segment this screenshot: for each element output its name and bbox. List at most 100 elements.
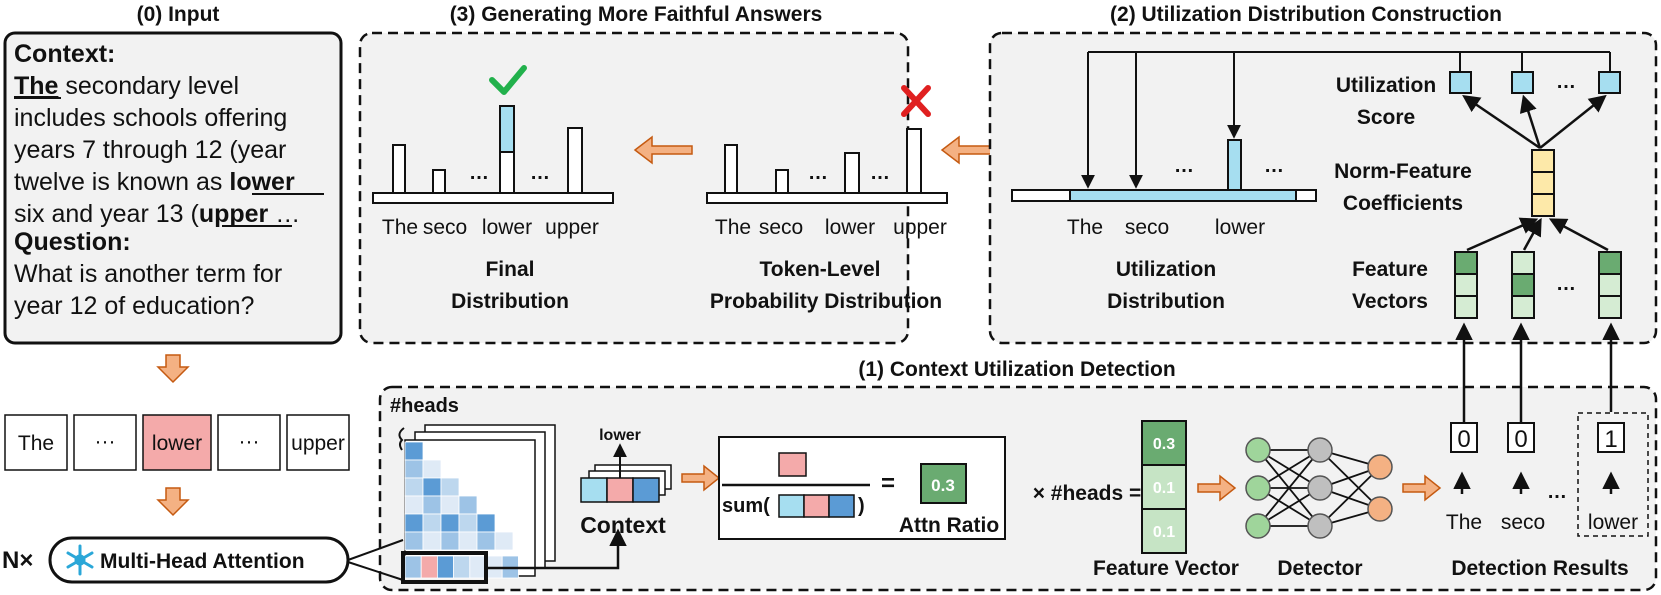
panel-3-box [358,31,910,345]
context-line-2: includes schools offering [14,104,287,132]
context-row [580,477,660,503]
detector-node [1307,513,1333,539]
attn-cell [436,555,454,579]
lower-label: lower [599,427,641,444]
final-bar-upper [567,127,583,194]
feature-vectors-label-2: Vectors [1352,290,1428,313]
token-box [286,414,350,471]
left-arrow-icon [633,135,693,165]
final-label-lower: lower [482,216,532,239]
cross-icon [901,85,931,117]
detection-results-label: Detection Results [1451,557,1628,580]
util-label-lower: lower [1215,216,1265,239]
attn-cell [458,531,478,551]
final-label-upper: upper [545,216,599,239]
attn-cell [494,531,514,551]
detector-node [1245,475,1271,501]
token-text: ··· [239,430,260,453]
context-label: Context [580,512,666,538]
token-caption-2: Probability Distribution [710,290,942,313]
times-heads-label: × #heads = [1033,482,1142,505]
panel-detection: (1) Context Utilization Detection #heads… [347,322,1658,592]
token-box [4,414,68,471]
feature-value: 0.1 [1153,480,1175,497]
panel-2-box [988,31,1658,345]
ellipsis: … [1556,71,1576,93]
token-bar-seco [775,169,789,194]
denominator-row [778,494,855,518]
question-label: Question: [14,228,131,256]
ellipsis: … [530,162,550,184]
context-line-5: six and year 13 (upper … [14,200,300,228]
attn-cell [422,459,442,479]
panel-1-title: (1) Context Utilization Detection [858,358,1175,381]
feature-vector-1 [1454,251,1478,319]
token-box-highlight [142,414,212,471]
token-bar-lower [844,152,860,194]
right-arrow-icon [681,464,721,492]
right-arrow-icon [1197,474,1237,502]
token-box [217,414,281,471]
attn-cell [422,513,442,533]
attn-cell [420,555,438,579]
norm-feature-label-1: Norm-Feature [1334,160,1472,183]
detector-edge [1319,466,1381,527]
utilization-score-label-1: Utilization [1336,74,1436,97]
feature-vector-3 [1598,251,1622,319]
result-token: seco [1501,511,1545,534]
token-bar-the [724,144,738,194]
panel-input-title: (0) Input [137,3,220,26]
attn-cell [404,495,424,515]
norm-to-score-arrows [1462,94,1607,150]
feature-vector [1141,420,1187,554]
heads-label: #heads [390,395,459,417]
attn-cell [404,555,422,579]
result-value: 1 [1604,426,1617,453]
detector-label: Detector [1277,557,1362,580]
final-baseline [372,192,614,204]
attn-cell [404,477,424,497]
util-bar-lower [1227,139,1242,191]
feature-value: 0.1 [1153,524,1175,541]
context-label: Context: [14,40,115,68]
attn-cell [476,531,496,551]
question-line-2: year 12 of education? [14,292,254,320]
util-label-the: The [1067,216,1103,239]
final-bar-the [392,144,406,194]
final-bar-lower [499,151,515,194]
utilization-score-label-2: Score [1357,106,1415,129]
attn-cell [476,513,496,533]
score-square [1449,71,1472,94]
detector-node [1245,513,1271,539]
norm-feature-label-2: Coefficients [1343,192,1463,215]
attn-cell [422,477,442,497]
score-square [1598,71,1621,94]
panel-faithful-answers: (3) Generating More Faithful Answers … …… [358,3,948,345]
context-line-4: twelve is known as lower [14,168,295,196]
ellipsis: … [1174,155,1194,177]
score-bus [1081,51,1611,189]
panel-1-box [378,385,1658,592]
ellipsis: … [1547,481,1567,503]
detector-node [1367,454,1393,480]
attn-cell [469,555,487,579]
ellipsis: … [1264,155,1284,177]
final-label-seco: seco [423,216,467,239]
context-line-3: years 7 through 12 (year [14,136,286,164]
panel-utilization-distribution: (2) Utilization Distribution Constructio… [988,3,1658,345]
token-row: The ··· lower ··· upper [4,414,350,471]
question-line-1: What is another term for [14,260,282,288]
row-to-context-arrow [486,528,627,570]
down-arrow-icon [156,354,190,384]
context-line-1: The secondary level [14,72,239,100]
detector-node [1245,437,1271,463]
attn-cell [440,531,460,551]
token-text: The [18,432,54,455]
result-highlight-box [1577,412,1649,537]
result-box [1507,422,1535,453]
detector-edge [1257,449,1321,527]
token-label-the: The [715,216,751,239]
feature-vector-label: Feature Vector [1093,557,1239,580]
result-value: 0 [1514,426,1527,453]
